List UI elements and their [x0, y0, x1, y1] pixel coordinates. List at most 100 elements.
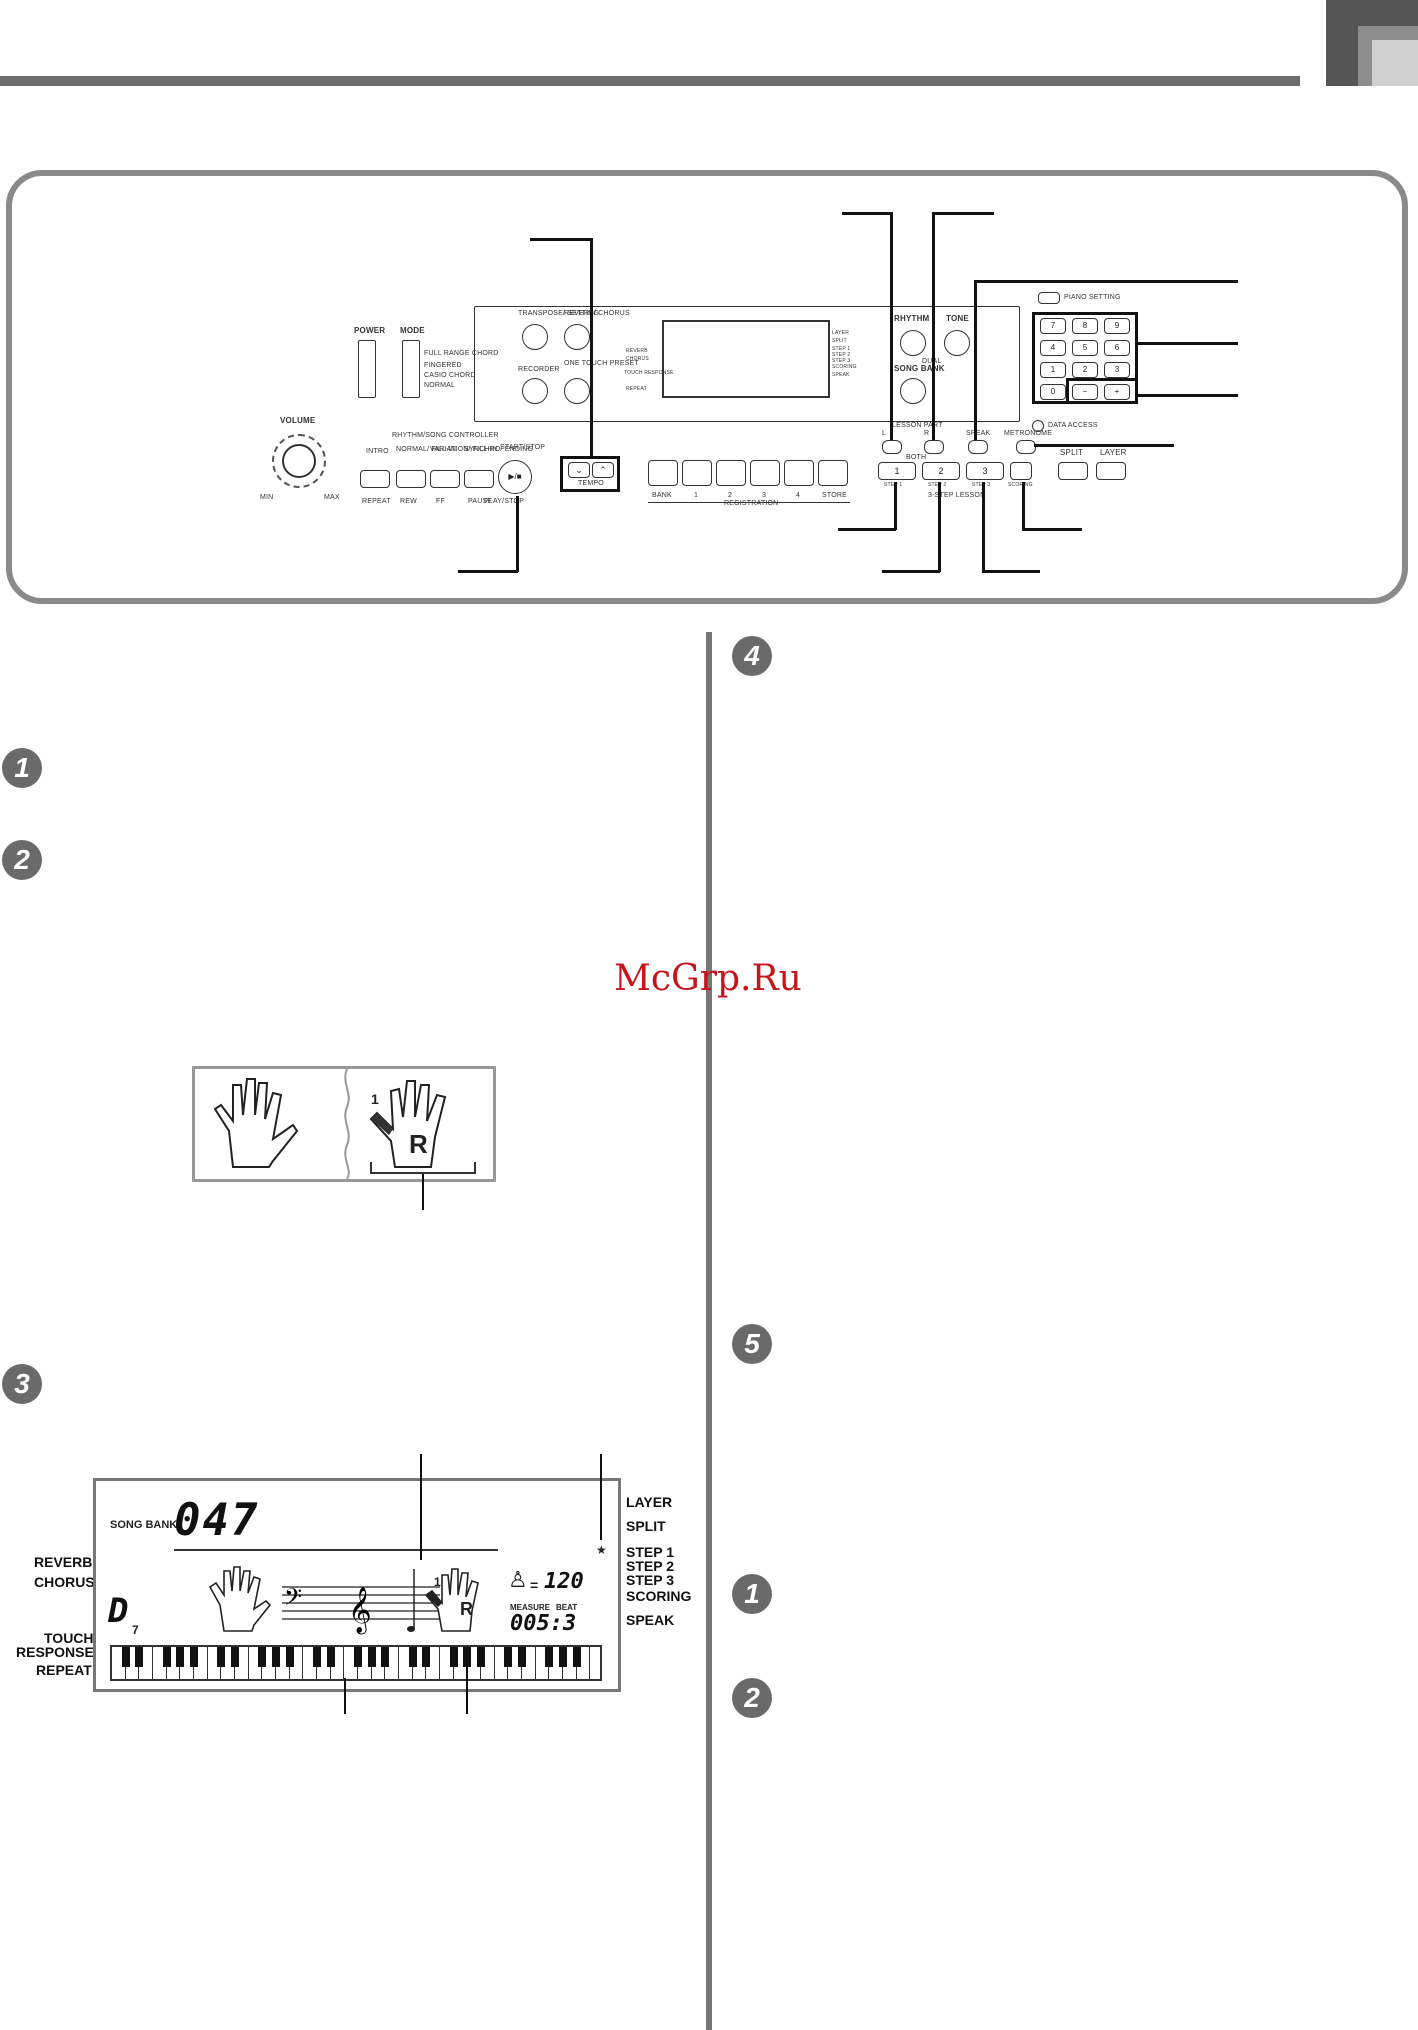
song-bank-label: SONG BANK [894, 364, 945, 373]
reg-num-2: 2 [728, 492, 733, 499]
numpad-minus[interactable]: − [1072, 384, 1098, 400]
lesson-r-label: R [924, 430, 930, 437]
lcd-touch-label: TOUCH [44, 1630, 94, 1646]
callout-step1-v [894, 482, 897, 530]
callout-tempo-v [590, 238, 593, 458]
split-button[interactable] [1058, 462, 1088, 480]
callout-numpad-h [1138, 342, 1238, 345]
mode-label: MODE [400, 326, 425, 335]
numpad-3[interactable]: 3 [1104, 362, 1130, 378]
mode-opt-1: FULL RANGE CHORD [424, 350, 499, 357]
numpad-1[interactable]: 1 [1040, 362, 1066, 378]
numpad-5[interactable]: 5 [1072, 340, 1098, 356]
tone-button[interactable] [944, 330, 970, 356]
callout-r-v [932, 212, 935, 440]
reg-bank-button[interactable] [648, 460, 678, 486]
lcd-white-key [385, 1647, 399, 1679]
lcd-tempo-value: 120 [544, 1569, 584, 1594]
layer-button[interactable] [1096, 462, 1126, 480]
reg-4-button[interactable] [784, 460, 814, 486]
step-marker-2: 2 [2, 840, 42, 880]
lcd-beat-label: BEAT [556, 1603, 578, 1612]
substep-marker-1: 1 [732, 1574, 772, 1614]
lcd-black-key [517, 1647, 527, 1667]
numpad-9[interactable]: 9 [1104, 318, 1130, 334]
lesson-r-button[interactable] [924, 440, 944, 454]
recorder-button[interactable] [522, 378, 548, 404]
callout-start-v [516, 496, 519, 572]
variation-fill-button[interactable] [430, 470, 460, 488]
tempo-down-button[interactable]: ⌄ [568, 462, 590, 478]
numpad-0[interactable]: 0 [1040, 384, 1066, 400]
song-bank-button[interactable] [900, 378, 926, 404]
lesson-l-label: L [882, 430, 887, 437]
numpad-2[interactable]: 2 [1072, 362, 1098, 378]
callout-step2-v [938, 482, 941, 572]
tempo-label: TEMPO [578, 480, 604, 487]
lcd-speak-label: SPEAK [626, 1612, 675, 1628]
lcd-white-key [331, 1647, 345, 1679]
numpad-plus[interactable]: + [1104, 384, 1130, 400]
numpad-4[interactable]: 4 [1040, 340, 1066, 356]
lcd-response-label: RESPONSE [16, 1644, 94, 1660]
speak-button[interactable] [968, 440, 988, 454]
reg-num-3: 3 [762, 492, 767, 499]
reg-3-button[interactable] [750, 460, 780, 486]
lcd-white-key [235, 1647, 249, 1679]
tempo-up-button[interactable]: ⌃ [592, 462, 614, 478]
reverb-chorus-button[interactable] [564, 324, 590, 350]
lcd-separator [174, 1549, 498, 1551]
numpad: 7 8 9 4 5 6 1 2 3 0 − + [1032, 308, 1140, 404]
step-3-button[interactable]: 3 [966, 462, 1004, 480]
rhythm-button[interactable] [900, 330, 926, 356]
volume-knob[interactable] [272, 434, 326, 488]
numpad-7[interactable]: 7 [1040, 318, 1066, 334]
numpad-6[interactable]: 6 [1104, 340, 1130, 356]
callout-scoring-h [1022, 528, 1082, 531]
step2-label: STEP 2 [928, 482, 947, 488]
intro-button[interactable] [360, 470, 390, 488]
lcd-black-key [189, 1647, 199, 1667]
speak-label: SPEAK [966, 430, 991, 437]
numpad-8[interactable]: 8 [1072, 318, 1098, 334]
metronome-icon: ♙ [508, 1567, 528, 1592]
lcd-hand-letter: R [460, 1599, 473, 1619]
lcd-black-key [121, 1647, 130, 1667]
dual-label: DUAL [922, 358, 941, 365]
lesson-l-button[interactable] [882, 440, 902, 454]
data-access-indicator [1032, 420, 1044, 432]
step1-label: STEP 1 [884, 482, 903, 488]
piano-setting-button[interactable] [1038, 292, 1060, 304]
power-switch[interactable] [358, 340, 376, 398]
metronome-button[interactable] [1016, 440, 1036, 454]
normal-fill-button[interactable] [396, 470, 426, 488]
small-lcd-layer: LAYER [832, 330, 850, 336]
callout-step3-v [982, 482, 985, 572]
transpose-button[interactable] [522, 324, 548, 350]
lcd-reverb-label: REVERB [34, 1554, 93, 1570]
lcd-measure-label: MEASURE [510, 1603, 551, 1612]
lcd-leader-key [344, 1678, 346, 1714]
normal-fill-label: NORMAL/ FILL-IN [396, 446, 457, 453]
synchro-button[interactable] [464, 470, 494, 488]
one-touch-preset-button[interactable] [564, 378, 590, 404]
small-lcd-step3: STEP 3 [832, 358, 851, 364]
reg-2-button[interactable] [716, 460, 746, 486]
lcd-song-bank-label: SONG BANK [110, 1519, 178, 1531]
step-1-button[interactable]: 1 [878, 462, 916, 480]
reg-1-button[interactable] [682, 460, 712, 486]
start-stop-button[interactable]: ▶/■ [498, 460, 532, 494]
step-marker-4: 4 [732, 636, 772, 676]
play-stop-label: PLAY/STOP [484, 498, 525, 505]
lcd-white-key [481, 1647, 495, 1679]
svg-text:𝄢: 𝄢 [284, 1583, 302, 1616]
reg-store-button[interactable] [818, 460, 848, 486]
hands-bracket [370, 1162, 476, 1174]
step3-label: STEP 3 [972, 482, 991, 488]
lcd-display-figure: SONG BANK 047 ★ D 7 𝄢 𝄞 1 R ♙ = 120 MEAS… [93, 1478, 621, 1692]
mode-switch[interactable] [402, 340, 420, 398]
pause-label: PAUSE [468, 498, 493, 505]
hands-finger-number: 1 [371, 1091, 379, 1107]
scoring-button[interactable] [1010, 462, 1032, 480]
step-2-button[interactable]: 2 [922, 462, 960, 480]
